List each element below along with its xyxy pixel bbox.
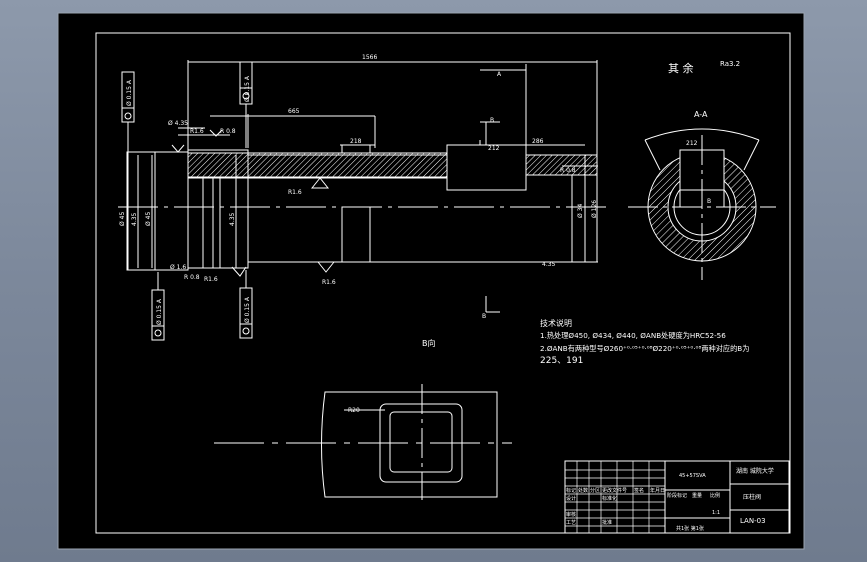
dia-left-2: Ø 45 [145,212,152,226]
tol-1: Ø 0.15 A [126,79,133,106]
dim-212: 212 [488,145,500,152]
tb-part-name: 压柱阀 [743,493,761,501]
tb-stage: 阶段标记 [667,492,687,499]
dim-a: Ø 4.35 [168,120,188,127]
tb-row-label-1: 处数 [578,487,588,494]
dia-left-1: Ø 45 [119,212,126,226]
rest-roughness-value: Ra3.2 [720,60,740,68]
dim-g: 4.35 [542,261,556,268]
dim-d: Ø 1.6 [170,264,186,271]
tol-4: Ø 0.15 A [244,296,251,323]
dim-g2: 4.35 [229,212,236,226]
dim-665: 665 [288,108,300,115]
dim-r1: R1.6 [288,189,302,196]
tb-process: 工艺 [566,520,576,526]
notes-line3: 225、191 [540,356,583,366]
tb-std: 标准化 [602,495,617,502]
key-b: B [707,198,711,205]
view-b-title: B向 [422,338,436,348]
tb-designer: 设计 [566,495,576,502]
dim-r-view: R20 [348,407,360,414]
notes-heading: 技术说明 [540,318,572,328]
dim-e: R 0.8 [184,274,200,281]
tb-school: 湖南 城院大学 [736,467,774,475]
main-part-view [118,60,610,341]
technical-notes: 技术说明 1.热处理Ø450, Ø434, Ø440, ØANB处硬度为HRC5… [540,318,749,366]
tb-row-label-4: 签名 [634,487,644,494]
tb-approve: 批准 [602,519,612,526]
label-a: A [497,71,502,78]
dim-r3: R1.6 [204,276,218,283]
dim-f: 4.35 [131,212,138,226]
tb-sheet: 共1张 第1张 [676,525,704,532]
drawing-frame [95,32,791,534]
tb-weight: 重量 [692,492,702,499]
view-b [214,384,512,500]
dim-c: R 0.8 [560,167,576,174]
dim-b: R 0.8 [220,128,236,135]
tb-scale-val: 1:1 [712,510,720,516]
section-dim-212: 212 [686,140,698,147]
dim-286: 286 [532,138,544,145]
tol-3: Ø 0.15 A [156,298,163,325]
dim-r4: R1.6 [190,128,204,135]
hatch-section [187,152,449,178]
tol-2: Ø 0.15 A [244,75,251,102]
tb-row-label-2: 分区 [590,487,600,494]
tb-drawing-no: LAN-03 [740,517,766,525]
section-title: A-A [694,110,708,119]
tb-row-label-3: 更改文件号 [602,487,627,494]
title-block [564,460,790,534]
label-b: B [490,117,494,124]
notes-line1: 1.热处理Ø450, Ø434, Ø440, ØANB处硬度为HRC52-56 [540,331,726,340]
rest-roughness-title: 其 余 [668,61,694,75]
tb-row-label-5: 年月日 [650,487,665,494]
tb-material: 45+57SVA [679,473,706,479]
tb-check: 审核 [566,511,576,518]
dia-right: Ø 126 [591,200,598,218]
tb-scale: 比例 [710,492,720,499]
dim-218: 218 [350,138,362,145]
dim-overall-length: 1566 [362,54,377,61]
tb-row-label-0: 标记 [566,487,576,494]
label-bb: B [482,313,486,320]
drawing-canvas[interactable] [57,12,805,550]
dim-r2: R1.6 [322,279,336,286]
dia-right2: Ø 34 [577,204,584,218]
section-a-a [628,128,776,280]
notes-line2: 2.ØANB有两种型号Ø260⁺⁰·⁰⁵⁺⁰·⁰⁸Ø220⁺⁰·⁰⁵⁺⁰·⁰⁸两… [540,344,749,353]
keyway-block [446,144,527,191]
